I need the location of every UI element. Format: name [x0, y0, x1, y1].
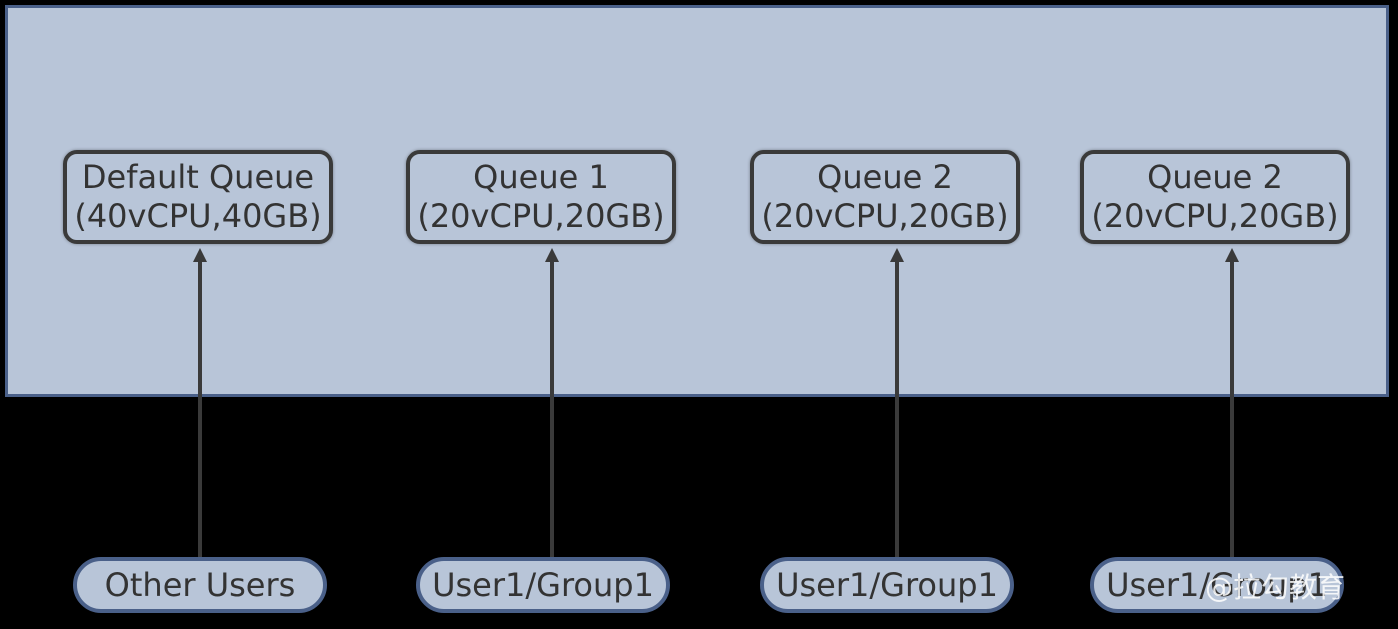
user-label: User1/Group1 [776, 566, 998, 604]
queue-capacity: (20vCPU,20GB) [417, 197, 665, 235]
queue-capacity: (20vCPU,20GB) [1091, 197, 1339, 235]
user-label: Other Users [104, 566, 296, 604]
queue-box-1: Queue 1 (20vCPU,20GB) [406, 150, 676, 244]
user-node-3: User1/Group1 [1090, 557, 1344, 613]
queue-box-default: Default Queue (40vCPU,40GB) [63, 150, 333, 244]
queue-name: Queue 2 [817, 158, 953, 196]
queue-capacity: (40vCPU,40GB) [74, 197, 322, 235]
watermark: @拉勾教育 [1205, 571, 1346, 604]
user-label: User1/Group1 [1106, 566, 1328, 604]
queue-capacity: (20vCPU,20GB) [761, 197, 1009, 235]
queue-name: Default Queue [81, 158, 315, 196]
queue-box-3: Queue 2 (20vCPU,20GB) [1080, 150, 1350, 244]
user-label: User1/Group1 [432, 566, 654, 604]
user-node-2: User1/Group1 [760, 557, 1014, 613]
queue-name: Queue 2 [1147, 158, 1283, 196]
queue-name: Queue 1 [473, 158, 609, 196]
user-node-1: User1/Group1 [416, 557, 670, 613]
user-node-other: Other Users [73, 557, 327, 613]
queue-box-2: Queue 2 (20vCPU,20GB) [750, 150, 1020, 244]
